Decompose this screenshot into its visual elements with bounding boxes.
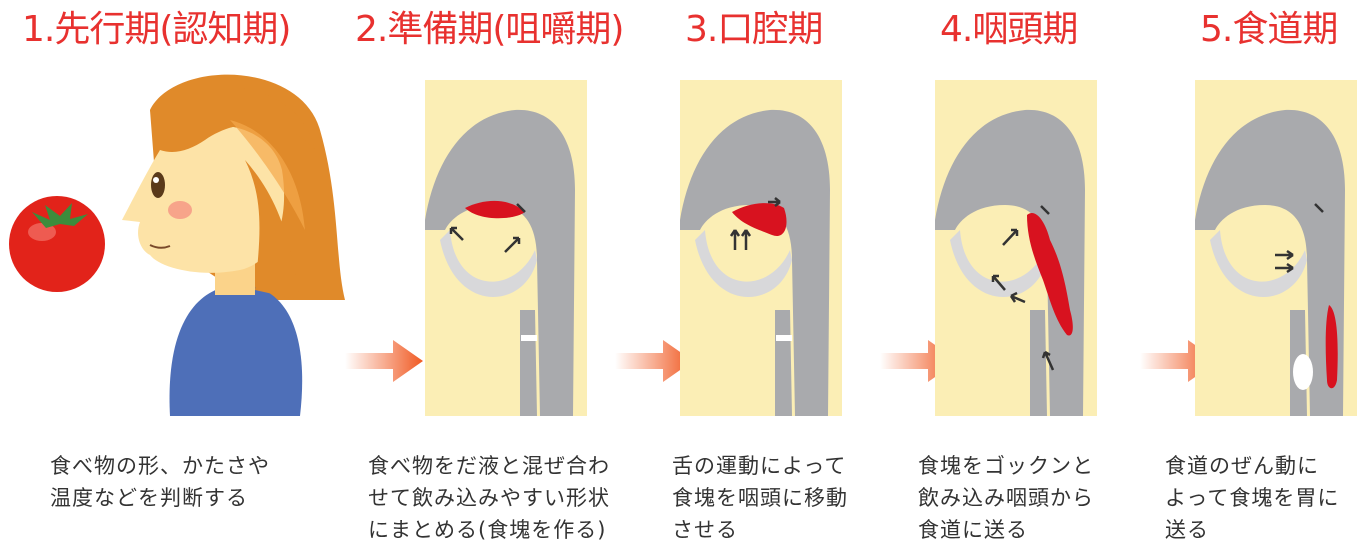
stage-5-description-line: 送る — [1165, 518, 1209, 542]
stage-3-title: 3.口腔期 — [685, 9, 823, 50]
stage-2-description-line: せて飲み込みやすい形状 — [368, 486, 610, 510]
stage-4-cross-section — [935, 80, 1097, 416]
stage-1-description: 食べ物の形、かたさや 温度などを判断する — [50, 450, 270, 514]
stage-1-description-line: 温度などを判断する — [50, 486, 248, 510]
stage-4-description-line: 食道に送る — [918, 518, 1028, 542]
stage-5-description-line: よって食塊を胃に — [1165, 486, 1340, 510]
stage-3-cross-section — [680, 80, 842, 416]
flow-arrow-2 — [615, 340, 693, 382]
stage-3-description-line: 舌の運動によって — [672, 454, 847, 478]
stage-5-description-line: 食道のぜん動に — [1165, 454, 1319, 478]
stage-2-description-line: 食べ物をだ液と混ぜ合わ — [368, 454, 610, 478]
stage-4-description: 食塊をゴックンと 飲み込み咽頭から 食道に送る — [918, 450, 1094, 546]
stage-3-description: 舌の運動によって 食塊を咽頭に移動 させる — [672, 450, 848, 546]
stage-5-cross-section — [1195, 80, 1357, 416]
stage-3-description-line: 食塊を咽頭に移動 — [672, 486, 848, 510]
stage-3-description-line: させる — [672, 518, 738, 542]
stage-4-description-line: 食塊をゴックンと — [918, 454, 1094, 478]
stage-5-description: 食道のぜん動に よって食塊を胃に 送る — [1165, 450, 1339, 546]
girl-with-tomato-illustration — [9, 74, 345, 416]
stage-5-title: 5.食道期 — [1200, 9, 1338, 50]
stage-1-title: 1.先行期(認知期) — [22, 9, 291, 50]
stage-4-description-line: 飲み込み咽頭から — [918, 486, 1094, 510]
flow-arrow-1 — [345, 340, 423, 382]
stage-2-cross-section — [425, 80, 587, 416]
tomato-icon — [9, 196, 105, 292]
stage-2-description: 食べ物をだ液と混ぜ合わ せて飲み込みやすい形状 にまとめる(食塊を作る) — [368, 450, 610, 546]
stage-4-title: 4.咽頭期 — [940, 9, 1078, 50]
stage-2-title: 2.準備期(咀嚼期) — [355, 9, 624, 50]
stage-1-description-line: 食べ物の形、かたさや — [50, 454, 270, 478]
stage-2-description-line: にまとめる(食塊を作る) — [368, 518, 607, 542]
